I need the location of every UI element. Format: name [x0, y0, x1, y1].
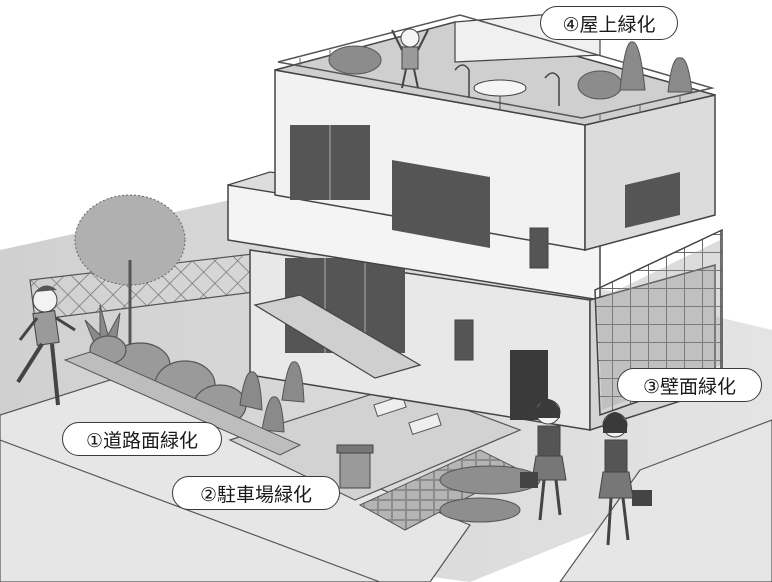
- schoolgirl-right: [598, 412, 652, 546]
- running-boy: [16, 285, 76, 406]
- sidewalk-right: [559, 419, 772, 582]
- window-upper-right: [392, 160, 490, 248]
- callout-parking-greening: ②駐車場緑化: [172, 476, 340, 510]
- patio-table: [473, 79, 527, 97]
- callout-wall-greening: ③壁面緑化: [617, 368, 762, 402]
- child-on-roof: [391, 28, 429, 89]
- window-side: [625, 172, 680, 228]
- callout-road-greening: ①道路面緑化: [62, 422, 222, 456]
- wooden-deck: [253, 294, 422, 379]
- tree: [74, 194, 186, 345]
- roof-shrub: [328, 45, 382, 75]
- callout-rooftop-greening: ④屋上緑化: [540, 6, 678, 40]
- mailbox: [339, 449, 371, 489]
- schoolgirl-left: [520, 399, 567, 521]
